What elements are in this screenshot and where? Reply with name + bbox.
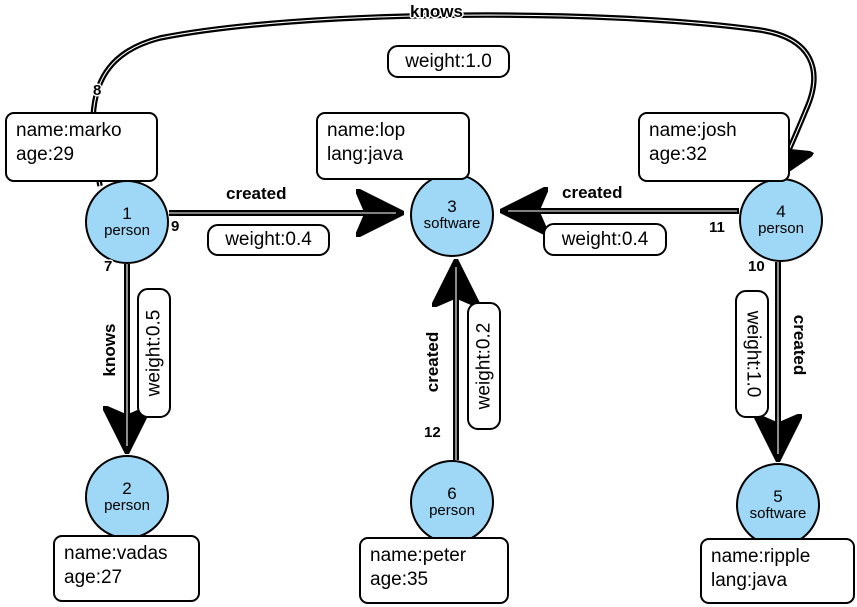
weightbox-edge-11: weight:0.4 [543,223,667,256]
vertex-id: 5 [773,487,783,507]
vertex-label: person [429,502,475,520]
vertex-label: person [104,497,150,515]
edge-id-9: 9 [171,218,180,235]
weightbox-edge-12: weight:0.2 [467,302,501,430]
propbox-vertex-6: name:peter age:35 [359,537,509,604]
weight-value: weight:0.4 [225,229,312,250]
property-line: name:josh [649,120,737,141]
propbox-vertex-5: name:ripple lang:java [700,538,855,604]
edge-label-11-created: created [562,183,623,202]
propbox-vertex-3: name:lop lang:java [316,112,470,180]
vertex-1[interactable]: 1 person [85,180,169,264]
vertex-id: 6 [447,484,457,504]
edge-id-12: 12 [424,424,441,441]
weight-value: weight:0.4 [561,228,649,250]
edge-label-9-created: created [226,184,287,203]
vertex-label: person [758,220,804,238]
weight-value: weight:0.2 [473,322,494,410]
edge-id-7: 7 [104,258,113,275]
weight-value: weight:0.5 [143,309,164,397]
vertex-label: software [749,505,807,523]
edge-id-8: 8 [93,82,102,99]
property-line: lang:java [327,144,404,166]
edge-label-12-created: created [423,331,442,393]
property-line: age:27 [64,567,123,589]
property-line: name:peter [370,545,467,566]
property-line: lang:java [711,570,788,592]
edge-label-10-created: created [790,314,809,376]
edge-8-knows-inner [92,14,815,187]
property-line: age:35 [370,569,429,591]
vertex-id: 2 [122,479,132,499]
edge-id-10: 10 [748,258,765,275]
weightbox-edge-10: weight:1.0 [735,290,769,418]
propbox-vertex-4: name:josh age:32 [638,112,790,182]
edge-label-7-knows: knows [100,323,119,377]
vertex-2[interactable]: 2 person [85,455,169,539]
edge-label-8-knows: knows [410,2,463,21]
weightbox-edge-8: weight:1.0 [387,45,510,78]
weightbox-edge-9: weight:0.4 [207,224,330,256]
property-line: age:32 [649,144,708,166]
vertex-5[interactable]: 5 software [736,463,820,547]
vertex-label: software [423,215,481,233]
vertex-id: 4 [776,202,786,222]
vertex-6[interactable]: 6 person [410,460,494,544]
vertex-label: person [104,222,150,240]
weight-value: weight:1.0 [405,50,492,72]
edge-id-11: 11 [709,219,725,236]
vertex-id: 3 [447,197,457,217]
property-line: age:29 [16,144,75,166]
property-line: name:vadas [64,543,168,564]
property-line: name:marko [16,120,122,141]
weight-value: weight:1.0 [742,310,763,398]
propbox-vertex-2: name:vadas age:27 [53,535,200,602]
weightbox-edge-7: weight:0.5 [137,288,171,418]
vertex-id: 1 [122,204,132,224]
property-line: name:lop [327,120,406,141]
vertex-4[interactable]: 4 person [739,178,823,262]
propbox-vertex-1: name:marko age:29 [5,112,158,182]
property-line: name:ripple [711,546,811,567]
vertex-3[interactable]: 3 software [410,173,494,257]
